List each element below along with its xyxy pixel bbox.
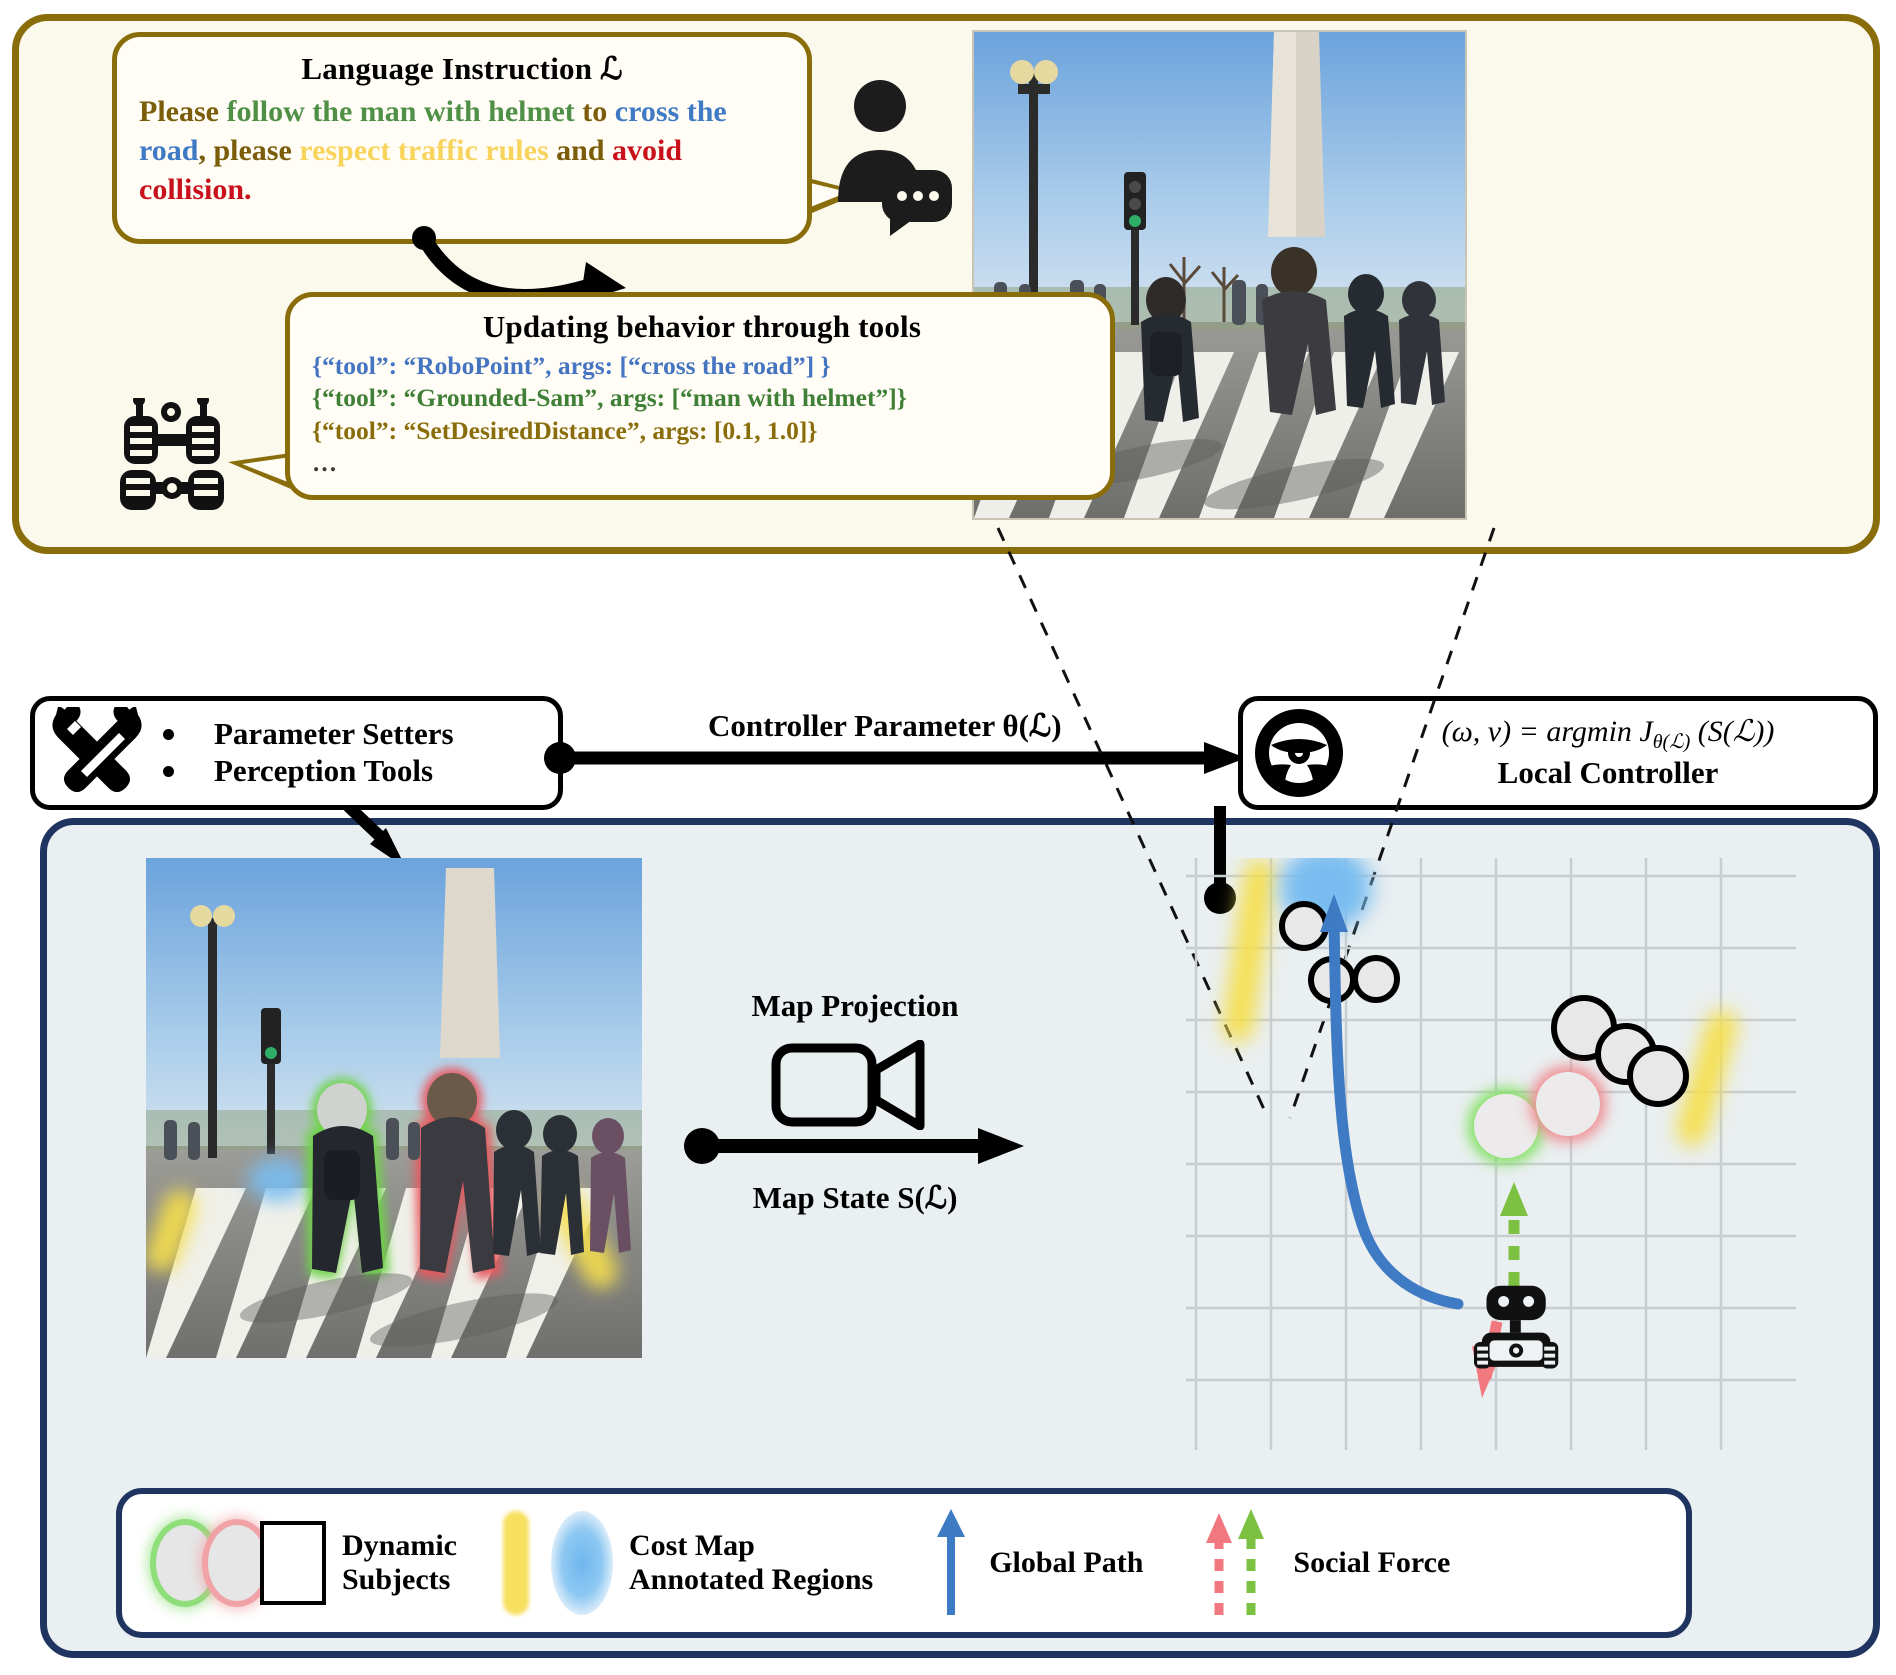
user-person-icon: [828, 78, 958, 238]
legend-label-global-path: Global Path: [989, 1546, 1144, 1580]
robot-icon-top: [108, 394, 236, 518]
instr-seg-2: to: [574, 94, 615, 128]
language-instruction-title: Language Instruction ℒ: [301, 51, 623, 86]
video-camera-icon: [770, 1039, 930, 1131]
global-path-icon: [937, 1509, 966, 1615]
street-photo-top-svg: [974, 32, 1465, 518]
legend-item-social-force: Social Force: [1199, 1494, 1450, 1632]
map-state-label: Map State S(ℒ): [752, 1180, 958, 1215]
tools-item-parameter-setters: Parameter Setters: [163, 716, 454, 753]
cost-map-grid-svg: [1186, 846, 1796, 1450]
tools-summary-box: Parameter Setters Perception Tools: [30, 696, 563, 810]
cost-map-grid: [1186, 846, 1796, 1450]
tool-call-line-1: {“tool”: “Grounded-Sam”, args: [“man wit…: [312, 383, 907, 413]
instr-seg-7: avoid collision.: [139, 133, 683, 206]
global-path-arrowhead: [1320, 894, 1348, 932]
local-controller-formula: (ω, v) = argmin Jθ(ℒ) (S(ℒ)): [1347, 715, 1869, 753]
video-camera-icon-svg: [771, 1039, 925, 1131]
cost-map-swatches: [503, 1511, 613, 1615]
controller-parameter-arrow: [544, 742, 1246, 774]
steering-wheel-icon: [1251, 705, 1347, 801]
legend-label-dynamic-subjects: Dynamic Subjects: [342, 1529, 457, 1596]
street-photo-bottom-svg: [146, 858, 642, 1358]
subject-red-icon: [208, 1525, 266, 1601]
legend-item-cost-map: Cost Map Annotated Regions: [457, 1494, 873, 1632]
instr-seg-6: and: [548, 133, 613, 167]
subject-green-icon: [156, 1525, 214, 1601]
local-controller-text: (ω, v) = argmin Jθ(ℒ) (S(ℒ)) Local Contr…: [1347, 715, 1873, 791]
instr-seg-0: Please: [139, 94, 227, 128]
instr-seg-3: cross the road: [139, 94, 727, 167]
legend-label-cost-map: Cost Map Annotated Regions: [629, 1529, 874, 1596]
updating-behavior-bubble: Updating behavior through tools {“tool”:…: [285, 292, 1115, 500]
subject-outline-icon: [260, 1521, 326, 1605]
global-path-curve: [1328, 912, 1464, 1310]
updating-behavior-title: Updating behavior through tools: [482, 309, 922, 344]
legend-item-global-path: Global Path: [929, 1494, 1143, 1632]
cost-yellow-icon: [503, 1511, 529, 1615]
formula-subscript: θ(ℒ): [1652, 731, 1691, 754]
formula-main: (ω, v) = argmin J: [1441, 715, 1653, 749]
tools-wrench-screwdriver-icon: [45, 699, 149, 799]
steering-wheel-icon-svg: [1255, 709, 1343, 797]
tools-item-label-1: Perception Tools: [214, 753, 434, 788]
robot-icon-top-svg: [120, 394, 224, 510]
language-instruction-text: Please follow the man with helmet to cro…: [135, 92, 789, 209]
social-force-icon: [1206, 1509, 1265, 1615]
instr-seg-5: respect traffic rules: [299, 133, 549, 167]
controller-parameter-label: Controller Parameter θ(ℒ): [708, 708, 1062, 743]
street-photo-bottom-annotated: [146, 858, 642, 1358]
bullet-icon: [163, 729, 174, 741]
dynamic-subject-swatches: [156, 1521, 326, 1605]
tools-item-perception-tools: Perception Tools: [163, 753, 454, 790]
tools-item-list: Parameter Setters Perception Tools: [163, 716, 454, 789]
robot-icon-map: [1474, 1285, 1559, 1369]
tool-call-line-3: …: [312, 449, 339, 477]
local-controller-title: Local Controller: [1497, 755, 1719, 791]
formula-tail: (S(ℒ)): [1697, 715, 1775, 749]
map-projection-label: Map Projection: [751, 988, 959, 1023]
legend-label-social-force: Social Force: [1293, 1546, 1451, 1580]
instr-seg-4: , please: [198, 133, 300, 167]
language-instruction-bubble: Language Instruction ℒ Please follow the…: [112, 32, 812, 244]
tools-wrench-screwdriver-icon-svg: [52, 699, 142, 792]
local-controller-box: (ω, v) = argmin Jθ(ℒ) (S(ℒ)) Local Contr…: [1238, 696, 1878, 810]
user-person-icon-svg: [838, 80, 952, 236]
social-force-green-arrow: [1500, 1182, 1528, 1286]
map-state-arrow: [684, 1128, 1024, 1164]
instr-seg-1: follow the man with helmet: [226, 94, 575, 128]
legend-item-dynamic-subjects: Dynamic Subjects: [122, 1494, 457, 1632]
tool-call-line-0: {“tool”: “RoboPoint”, args: [“cross the …: [312, 350, 831, 380]
tool-call-line-2: {“tool”: “SetDesiredDistance”, args: [0.…: [312, 416, 818, 446]
tools-item-label-0: Parameter Setters: [214, 716, 454, 752]
street-photo-top: [972, 30, 1467, 520]
cost-blue-icon: [551, 1511, 613, 1615]
legend-box: Dynamic Subjects Cost Map Annotated Regi…: [116, 1488, 1692, 1638]
bullet-icon: [163, 765, 174, 777]
